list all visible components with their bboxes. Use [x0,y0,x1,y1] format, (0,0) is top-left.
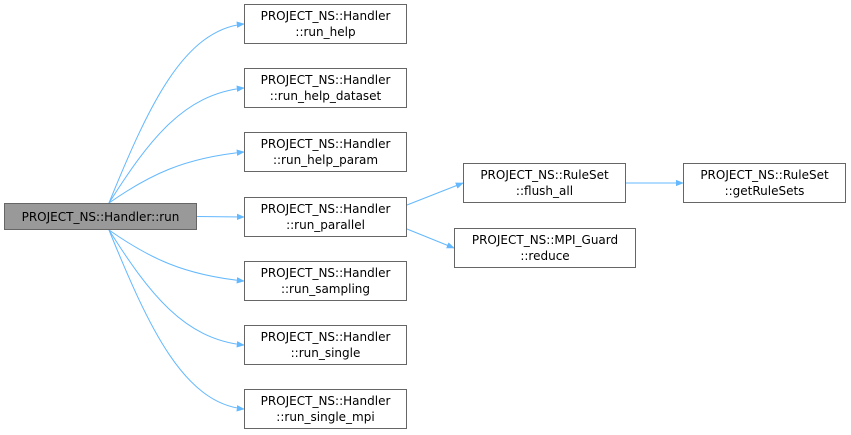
node-label-line: PROJECT_NS::Handler::run [21,209,180,224]
node-label-line: PROJECT_NS::RuleSet [480,168,609,182]
node-run-single[interactable]: PROJECT_NS::Handler::run_single [244,325,407,365]
edge-root-to-run_parallel [196,213,245,221]
node-run-sampling[interactable]: PROJECT_NS::Handler::run_sampling [244,261,407,301]
edge-root-to-run_sampling [108,229,245,284]
edge-root-to-run_single [108,229,245,348]
edge-root-to-run_help [108,21,245,204]
node-label-line: ::run_help [295,25,356,39]
edge-root-to-run_help_param [108,149,245,204]
node-label-line: ::run_help_dataset [269,89,382,103]
edge-root-to-run_help_dataset [108,85,245,204]
node-label-line: PROJECT_NS::Handler [260,137,391,151]
node-label-line: PROJECT_NS::Handler [260,330,391,344]
node-root[interactable]: PROJECT_NS::Handler::run [4,203,197,230]
node-label-line: ::reduce [520,249,570,263]
node-run-help[interactable]: PROJECT_NS::Handler::run_help [244,4,407,44]
node-label-line: PROJECT_NS::RuleSet [700,168,829,182]
node-run-parallel[interactable]: PROJECT_NS::Handler::run_parallel [244,197,407,237]
node-label-line: PROJECT_NS::MPI_Guard [471,233,619,247]
node-label-line: PROJECT_NS::Handler [260,73,391,87]
node-get-rule-sets[interactable]: PROJECT_NS::RuleSet::getRuleSets [683,163,846,203]
edge-root-to-run_single_mpi [108,229,245,412]
node-reduce[interactable]: PROJECT_NS::MPI_Guard::reduce [454,228,636,268]
node-run-help-param[interactable]: PROJECT_NS::Handler::run_help_param [244,132,407,172]
node-label-line: PROJECT_NS::Handler [260,9,391,23]
edge-run_parallel-to-reduce [406,228,455,249]
node-label-line: ::run_sampling [280,282,371,296]
node-label-line: PROJECT_NS::Handler [260,266,391,280]
node-label-line: ::flush_all [515,184,574,198]
node-label-line: ::run_help_param [272,153,379,167]
node-run-single-mpi[interactable]: PROJECT_NS::Handler::run_single_mpi [244,389,407,429]
edge-run_parallel-to-flush_all [406,182,464,206]
node-label-line: ::run_single [290,346,361,360]
node-label-line: PROJECT_NS::Handler [260,394,391,408]
node-flush-all[interactable]: PROJECT_NS::RuleSet::flush_all [463,163,626,203]
node-label-line: ::getRuleSets [724,184,805,198]
node-label-line: ::run_parallel [286,218,365,232]
node-label-line: PROJECT_NS::Handler [260,202,391,216]
node-run-help-dataset[interactable]: PROJECT_NS::Handler::run_help_dataset [244,68,407,108]
node-label-line: ::run_single_mpi [276,410,375,424]
